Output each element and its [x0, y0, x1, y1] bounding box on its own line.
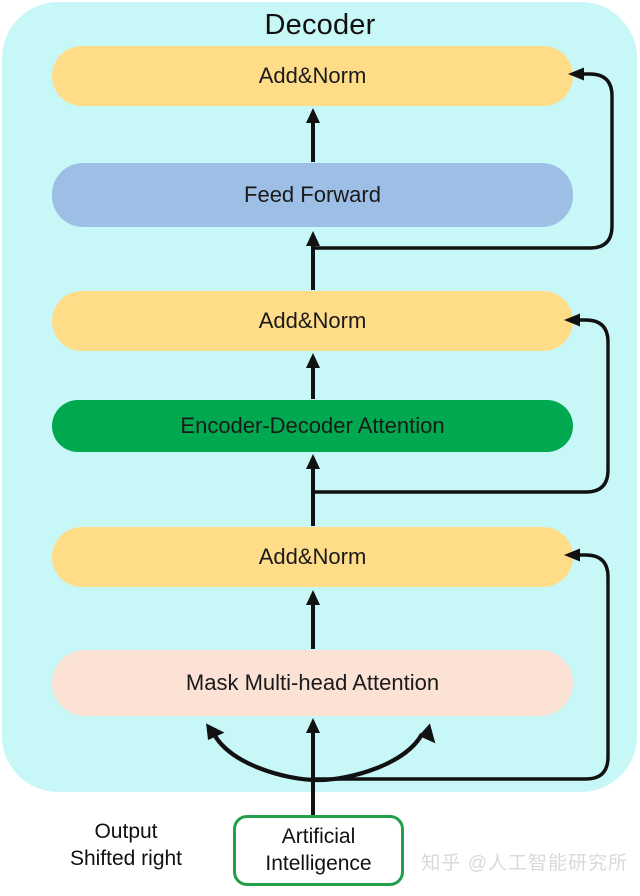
key-value-fan-arrows	[190, 712, 450, 795]
page-title: Decoder	[264, 9, 376, 41]
input-token-box[interactable]: Artificial Intelligence	[233, 815, 404, 886]
block-label: Encoder-Decoder Attention	[180, 413, 445, 438]
input-line-1: Artificial	[281, 825, 356, 849]
arrow-up-icon	[306, 590, 320, 649]
output-shifted-right-caption: Output Shifted right	[36, 818, 216, 873]
block-label: Add&Norm	[258, 63, 367, 88]
arrow-shaft	[311, 602, 315, 649]
caption-line-1: Output	[94, 820, 158, 843]
arrow-shaft	[311, 120, 315, 162]
residual-connection-top	[300, 60, 630, 270]
arrow-head-icon	[306, 231, 320, 246]
block-label: Add&Norm	[258, 544, 367, 569]
arrow-head-icon	[306, 590, 320, 605]
block-feed-forward[interactable]: Feed Forward	[52, 163, 573, 227]
arrow-up-icon	[306, 108, 320, 162]
block-label: Mask Multi-head Attention	[185, 670, 440, 695]
arrow-head-icon	[306, 353, 320, 368]
block-mask-multi-head-attention[interactable]: Mask Multi-head Attention	[52, 650, 573, 716]
block-add-norm-top[interactable]: Add&Norm	[52, 46, 573, 106]
input-line-2: Intelligence	[265, 851, 372, 875]
arrow-head-icon	[306, 108, 320, 123]
block-encoder-decoder-attention[interactable]: Encoder-Decoder Attention	[52, 400, 573, 452]
arrow-shaft	[311, 466, 315, 526]
residual-connection-bottom	[300, 541, 630, 801]
arrow-up-icon	[306, 454, 320, 526]
block-label: Feed Forward	[244, 182, 381, 207]
arrow-shaft	[311, 243, 315, 290]
arrow-shaft	[311, 730, 315, 818]
arrow-up-icon	[306, 353, 320, 399]
watermark: 知乎 @人工智能研究所	[421, 853, 628, 874]
block-label: Add&Norm	[258, 308, 367, 333]
residual-connection-middle	[300, 306, 630, 516]
block-add-norm-middle[interactable]: Add&Norm	[52, 291, 573, 351]
block-add-norm-bottom[interactable]: Add&Norm	[52, 527, 573, 587]
arrow-up-icon-input-stem	[306, 718, 320, 818]
arrow-shaft	[311, 365, 315, 399]
caption-line-2: Shifted right	[69, 847, 183, 871]
arrow-head-icon	[306, 718, 320, 733]
arrow-head-icon	[306, 454, 320, 469]
arrow-up-icon	[306, 231, 320, 290]
